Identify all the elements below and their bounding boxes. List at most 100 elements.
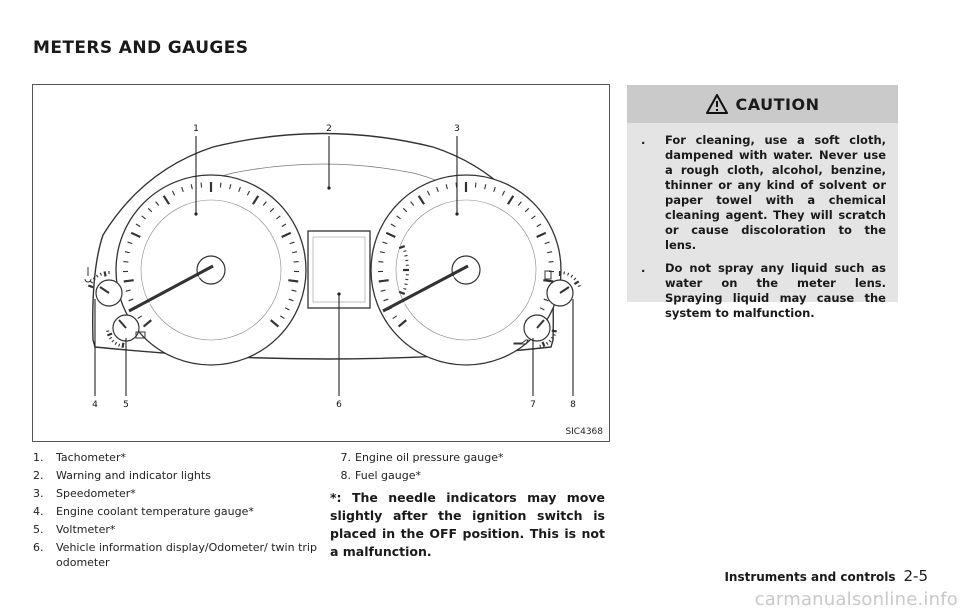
dial-tick	[404, 283, 408, 286]
dial-tick	[410, 201, 415, 206]
dial-tick	[378, 279, 389, 283]
dial-tick	[132, 307, 138, 311]
caution-text: For cleaning, use a soft cloth, dampened…	[665, 133, 886, 252]
caution-list: . For cleaning, use a soft cloth, dampen…	[627, 123, 898, 321]
dial-tick	[125, 289, 131, 292]
dial-tick	[246, 190, 251, 196]
dial-tick	[155, 201, 160, 206]
tachometer-needle	[128, 264, 214, 313]
dial-tick	[417, 195, 426, 205]
legend-item: 4.Engine coolant temperature gauge*	[33, 504, 328, 519]
speedometer-inner	[395, 199, 537, 341]
dial-tick	[563, 271, 565, 275]
legend-item: 2.Warning and indicator lights	[33, 468, 328, 483]
dial-tick	[403, 287, 407, 290]
dial-tick	[539, 344, 542, 348]
dial-tick	[127, 241, 133, 245]
dial-tick	[137, 315, 143, 320]
legend-item: 1.Tachometer*	[33, 450, 328, 465]
legend-item: 5.Voltmeter*	[33, 522, 328, 537]
dial-tick	[123, 279, 134, 283]
caution-title: CAUTION	[735, 94, 820, 114]
tachometer-ticks	[123, 182, 299, 328]
caution-box: CAUTION . For cleaning, use a soft cloth…	[627, 85, 898, 320]
dial-tick	[382, 241, 388, 245]
legend-item: 6. Vehicle information display/Odometer/ …	[33, 540, 328, 570]
dial-tick	[124, 251, 130, 254]
dial-tick	[543, 279, 554, 283]
callout-5: 5	[123, 400, 129, 410]
dial-tick	[387, 307, 393, 311]
dial-tick	[190, 184, 193, 190]
center-scale-ticks	[398, 245, 409, 295]
dial-tick	[547, 251, 553, 254]
dial-tick	[551, 329, 557, 333]
indicator-dot	[337, 292, 341, 296]
legend-text: Speedometer*	[56, 487, 136, 500]
indicator-dot	[327, 186, 331, 190]
legend-text: Voltmeter*	[56, 523, 116, 536]
callout-6: 6	[336, 400, 342, 410]
dial-tick	[426, 190, 431, 196]
dial-tick	[281, 231, 292, 239]
dial-tick	[402, 207, 408, 213]
dial-tick	[501, 190, 506, 196]
callout-8: 8	[570, 400, 576, 410]
dial-tick	[291, 289, 297, 292]
tachometer-inner	[140, 199, 282, 341]
dial-tick	[121, 342, 125, 348]
section-title: METERS AND GAUGES	[33, 38, 249, 58]
dial-tick	[281, 223, 287, 228]
caution-item: . Do not spray any liquid such as water …	[639, 261, 886, 321]
speedometer-hub	[451, 255, 481, 285]
dial-tick	[404, 254, 408, 257]
dial-tick	[570, 274, 574, 278]
dial-tick	[493, 186, 496, 192]
dial-tick	[162, 195, 171, 205]
legend-num: 2.	[33, 469, 44, 482]
dial-tick	[398, 245, 406, 250]
dial-tick	[536, 231, 547, 239]
dial-tick	[99, 272, 102, 276]
dial-tick	[141, 215, 146, 220]
legend-num: 6.	[33, 541, 44, 554]
dial-tick	[130, 231, 141, 239]
dial-tick	[269, 207, 275, 213]
callout-7: 7	[530, 400, 536, 410]
caution-bullet: .	[641, 133, 646, 147]
dial-tick	[548, 339, 552, 343]
dial-tick	[238, 186, 241, 192]
dial-tick	[289, 241, 295, 245]
dial-tick	[147, 207, 153, 213]
legend-num: 3.	[33, 487, 44, 500]
legend-text: Engine coolant temperature gauge*	[56, 505, 254, 518]
dial-tick	[181, 186, 184, 192]
dial-tick	[135, 223, 141, 228]
dial-tick	[379, 251, 385, 254]
footnote: *: The needle indicators may move slight…	[330, 490, 605, 559]
dial-tick	[397, 319, 407, 328]
dial-tick	[92, 277, 96, 281]
dial-tick	[536, 223, 542, 228]
figure-code: SIC4368	[565, 427, 603, 437]
dial-tick	[95, 274, 99, 278]
battery-icon	[135, 331, 146, 339]
dial-tick	[380, 289, 386, 292]
instrument-cluster-figure: 1 2 3 4 5 6 7 8 SIC4368	[32, 84, 610, 442]
dial-tick	[577, 284, 581, 288]
dial-tick	[567, 272, 570, 276]
legend-num: 8.	[340, 469, 352, 482]
dial-tick	[396, 215, 401, 220]
dial-tick	[445, 184, 448, 190]
legend-text: Vehicle information display/Odometer/ tw…	[56, 541, 317, 569]
legend-num: 7.	[340, 451, 352, 464]
dial-tick	[517, 201, 522, 206]
dial-tick	[111, 339, 115, 343]
callout-3: 3	[454, 124, 460, 134]
dial-tick	[292, 251, 298, 254]
dial-tick	[398, 290, 406, 295]
dial-tick	[506, 195, 515, 205]
dial-tick	[543, 298, 549, 302]
callout-1: 1	[193, 124, 199, 134]
dial-tick	[87, 284, 94, 289]
